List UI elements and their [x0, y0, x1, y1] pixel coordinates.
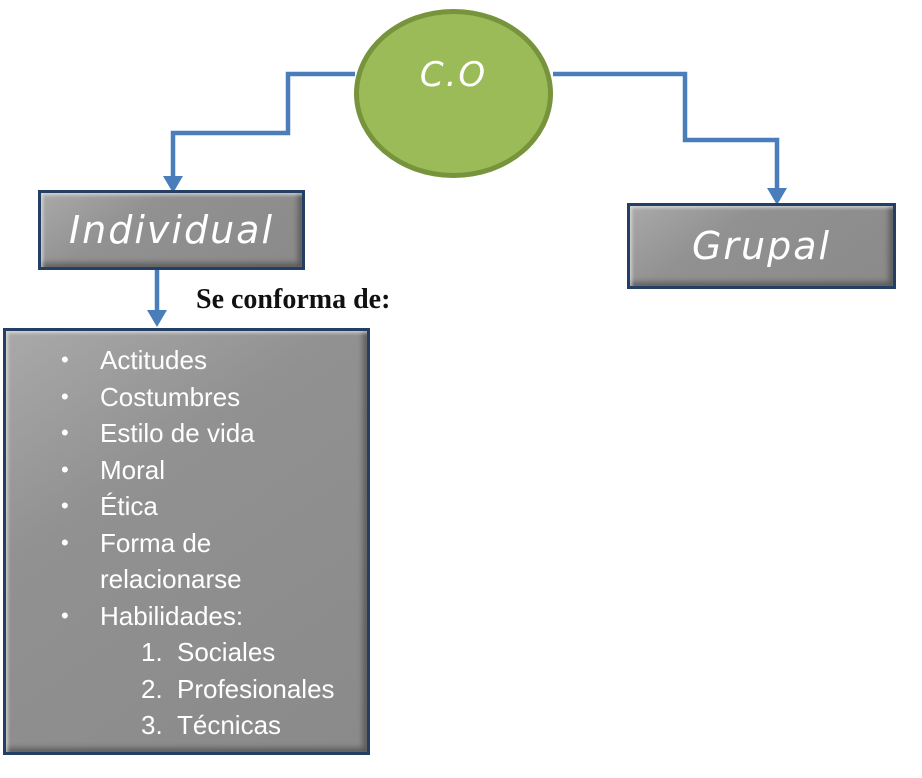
list-item: • Moral: [6, 452, 359, 489]
numbered-list-item: 1. Sociales: [6, 634, 367, 671]
connector-root-to-individual: [170, 71, 355, 178]
list-item-number: 2.: [141, 673, 163, 704]
root-node-label: C.O: [419, 54, 488, 95]
bullet-icon: •: [61, 347, 69, 372]
list-item: • Ética: [6, 488, 359, 525]
list-item: • Estilo de vida: [6, 415, 359, 452]
list-item: • Costumbres: [6, 379, 359, 416]
numbered-list-item: 2. Profesionales: [6, 671, 367, 708]
skills-numbered-list: 1. Sociales 2. Profesionales 3. Técnicas: [6, 634, 367, 744]
node-individual-label: Individual: [68, 208, 275, 252]
list-item-label: Ética: [100, 491, 158, 521]
list-item-number: 3.: [141, 710, 163, 740]
list-item: • Habilidades:: [6, 598, 359, 635]
numbered-list-item: 3. Técnicas: [6, 707, 367, 744]
list-item: • Actitudes: [6, 342, 359, 379]
bullet-icon: •: [61, 493, 69, 518]
node-individual: Individual: [38, 190, 305, 270]
node-grupal: Grupal: [627, 203, 896, 289]
list-item-label: Forma de relacionarse: [100, 527, 242, 595]
list-item-label: Estilo de vida: [100, 418, 255, 448]
arrowhead-list: [147, 310, 167, 327]
bullet-icon: •: [61, 529, 69, 555]
list-item-label: Sociales: [177, 637, 276, 667]
list-item: • Forma de relacionarse: [6, 525, 359, 598]
attributes-list: • Actitudes • Costumbres • Estilo de vid…: [6, 331, 367, 634]
attributes-list-box: • Actitudes • Costumbres • Estilo de vid…: [3, 328, 370, 755]
bullet-icon: •: [61, 383, 69, 409]
bullet-icon: •: [61, 602, 69, 628]
connector-root-to-grupal: [553, 71, 780, 190]
root-node-co: C.O: [354, 9, 553, 178]
list-item-number: 1.: [141, 637, 163, 667]
list-item-label: Habilidades:: [100, 600, 244, 631]
bullet-icon: •: [61, 420, 69, 445]
bullet-icon: •: [61, 456, 69, 482]
annotation-se-conforma-de: Se conforma de:: [196, 284, 391, 315]
node-grupal-label: Grupal: [691, 224, 832, 268]
list-item-label: Costumbres: [100, 381, 241, 412]
list-item-label: Actitudes: [100, 345, 207, 375]
list-item-label: Moral: [100, 454, 166, 485]
list-item-label: Profesionales: [177, 673, 335, 704]
list-item-label: Técnicas: [177, 710, 282, 740]
